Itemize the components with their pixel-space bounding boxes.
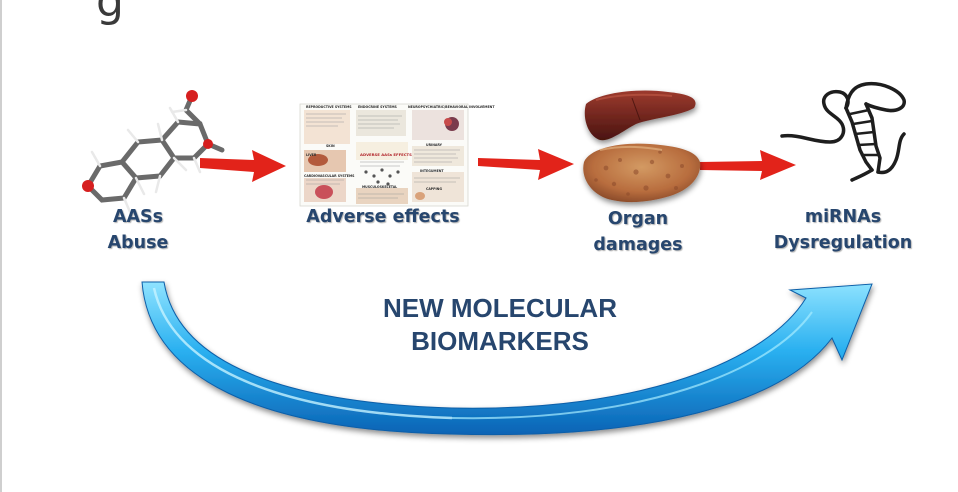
panel-heading: CAPPING [426, 187, 442, 191]
liver-icon [583, 90, 701, 203]
panel-heading: URINARY [426, 143, 443, 147]
step-label-aass-abuse: AASs Abuse [107, 207, 169, 253]
panel-heading: ADVERSE AASs EFFECTS [360, 152, 412, 157]
panel-heading: REPRODUCTIVE SYSTEMS [306, 105, 352, 109]
step-label-organ-damages: Organ damages [593, 209, 683, 255]
step-label-mirna-dysregulation: miRNAs Dysregulation [773, 207, 913, 253]
adverse-effects-panel-icon: REPRODUCTIVE SYSTEMS ENDOCRINE SYSTEMS N… [299, 103, 495, 207]
panel-heading: NEUROPSYCHIATRIC/BEHAVIORAL INVOLVEMENT [408, 105, 495, 109]
step-label-adverse-effects: Adverse effects [306, 207, 460, 227]
panel-heading: LIVER [306, 153, 317, 157]
panel-heading: ENDOCRINE SYSTEMS [358, 105, 398, 109]
cycle-arrow [141, 281, 873, 436]
red-arrow-1 [200, 150, 286, 182]
central-message: NEW MOLECULAR BIOMARKERS [383, 293, 617, 356]
panel-heading: SKIN [326, 144, 335, 148]
red-arrow-3 [700, 150, 796, 180]
panel-heading: MUSCULOSKELETAL [362, 185, 397, 189]
steroid-molecule-icon [82, 90, 225, 214]
corner-glyph: g [96, 0, 124, 27]
panel-heading: CARDIOVASCULAR SYSTEMS [304, 174, 355, 178]
rna-hairpin-icon [780, 81, 906, 182]
red-arrow-2 [478, 149, 574, 180]
panel-heading: INTEGUMENT [420, 169, 444, 173]
